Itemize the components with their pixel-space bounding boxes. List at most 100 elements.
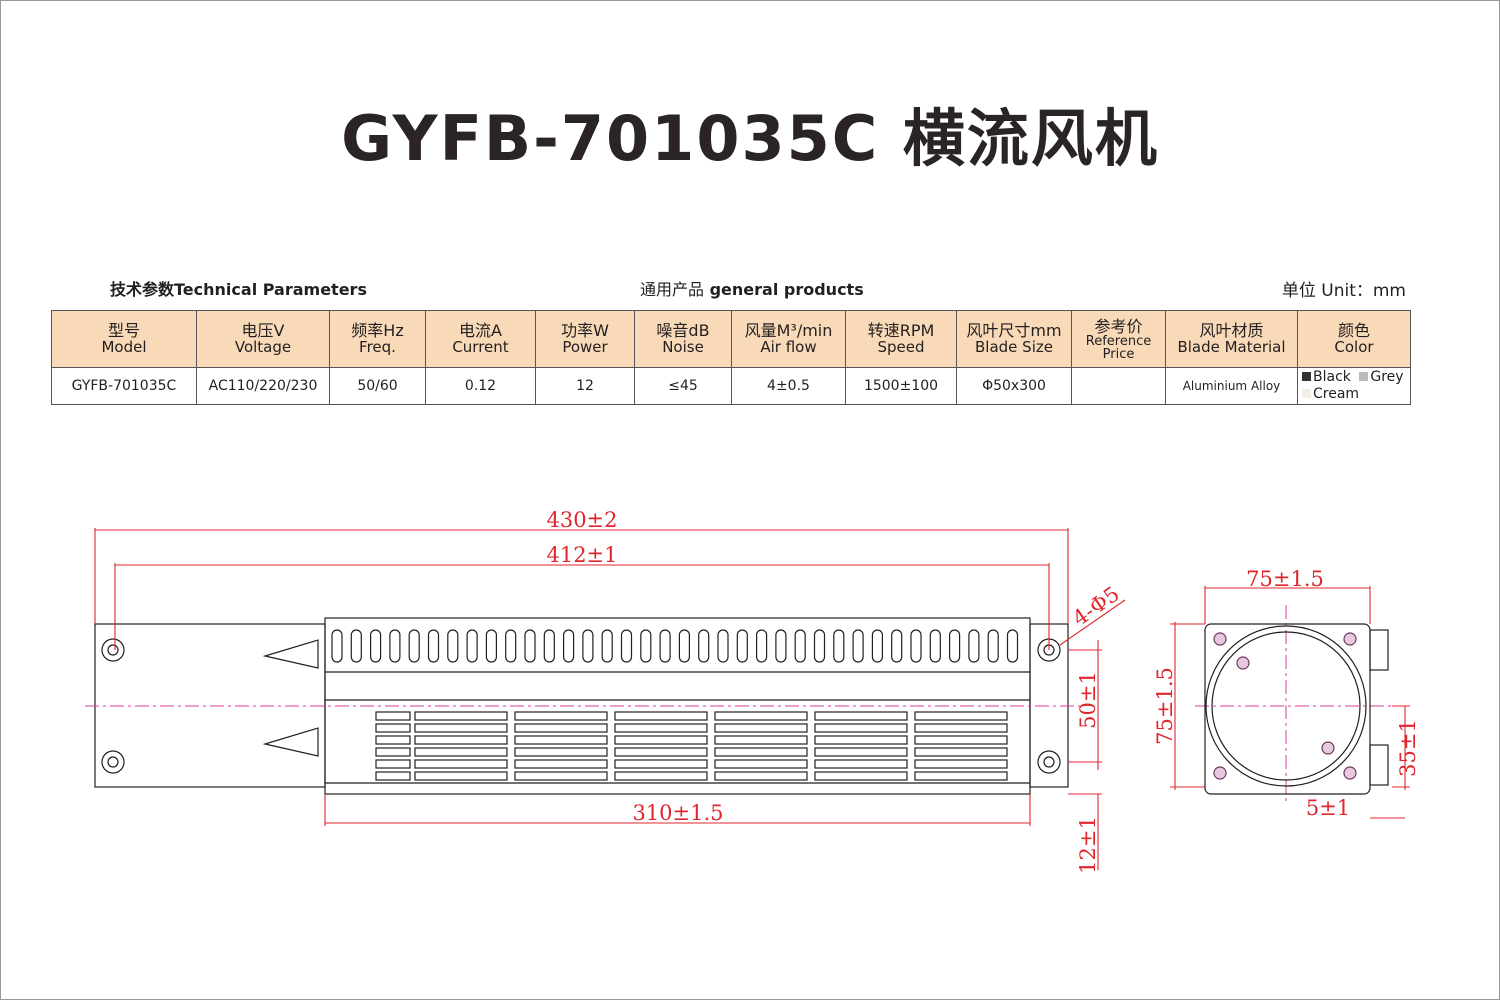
grille-slot [968, 629, 980, 663]
cell-blade-size: Φ50x300 [956, 367, 1072, 405]
grille-slot [717, 629, 729, 663]
color-cream: Cream [1313, 386, 1360, 402]
blade-block [414, 735, 508, 745]
side-connector-bottom [1369, 744, 1389, 786]
blade-block [814, 711, 908, 721]
grille-slot [408, 629, 420, 663]
grille-slot [620, 629, 633, 663]
blade-block [414, 771, 508, 781]
grille-slot [929, 629, 941, 663]
impeller-outline [1205, 625, 1367, 787]
grille-slot [794, 629, 806, 663]
grille-slot [524, 629, 536, 663]
center-lines [85, 605, 1392, 805]
blade-block [914, 735, 1008, 745]
general-products-cn: 通用产品 [640, 280, 705, 299]
cell-model: GYFB-701035C [51, 367, 197, 405]
grille-slot [698, 629, 710, 663]
blade-block [614, 747, 708, 757]
grille-slot [659, 629, 671, 663]
unit-en: Unit：mm [1321, 281, 1406, 301]
grille-slots [331, 629, 1019, 663]
grille-slot [1006, 629, 1019, 663]
blade-block [514, 759, 608, 769]
blade-block [914, 747, 1008, 757]
table-row: GYFB-701035C AC110/220/230 50/60 0.12 12… [51, 367, 1411, 405]
dim-side-width: 75±1.5 [1246, 567, 1324, 591]
cell-reference-price [1071, 367, 1166, 405]
grille-slot [678, 629, 691, 663]
grille-slot [833, 629, 845, 663]
black-swatch [1302, 372, 1311, 381]
blade-block [714, 771, 808, 781]
cell-noise: ≤45 [634, 367, 732, 405]
grille-slot [562, 629, 575, 663]
blade-block [914, 723, 1008, 733]
dimension-lines [94, 528, 1410, 870]
side-view [1204, 623, 1389, 795]
unit-cn: 单位 [1281, 281, 1316, 301]
blade-block [814, 759, 908, 769]
grille-slot [755, 629, 768, 663]
grille-slot [485, 629, 497, 663]
blade-block [814, 747, 908, 757]
blade-block [375, 747, 411, 757]
grille-slot [775, 629, 787, 663]
blade-block [414, 747, 508, 757]
blade-block [614, 723, 708, 733]
dim-hole-spacing: 50±1 [1076, 671, 1100, 729]
grille-slot [543, 629, 555, 663]
tech-params-heading: 技术参数Technical Parameters [110, 276, 367, 300]
blade-block [814, 735, 908, 745]
grille-slot [910, 629, 922, 663]
dimension-labels: 430±2 412±1 310±1.5 50±1 12±1 4-Φ5 75±1.… [546, 508, 1420, 874]
dim-side-height: 75±1.5 [1153, 667, 1177, 745]
dim-overall-length: 430±2 [546, 508, 617, 532]
blade-block [714, 711, 808, 721]
grille-slot [447, 629, 459, 663]
blade-block [514, 723, 608, 733]
color-black: Black [1313, 369, 1351, 385]
blade-block [414, 711, 508, 721]
grille-slot [852, 629, 864, 663]
dim-mount-spacing: 412±1 [546, 543, 617, 567]
blade-block [614, 771, 708, 781]
grille-slot [987, 629, 999, 663]
grille-slot [331, 629, 343, 663]
grille-slot [601, 629, 613, 663]
blade-block [414, 723, 508, 733]
blade-block [614, 759, 708, 769]
blade-block [714, 735, 808, 745]
blade-block [614, 735, 708, 745]
grille-slot [370, 629, 382, 663]
grille-slot [427, 629, 440, 663]
blade-block [814, 771, 908, 781]
blade-block [514, 747, 608, 757]
cream-swatch [1302, 389, 1311, 398]
cell-speed: 1500±100 [845, 367, 957, 405]
blade-block [714, 723, 808, 733]
blade-block [914, 759, 1008, 769]
grille-slot [389, 629, 401, 663]
cell-airflow: 4±0.5 [731, 367, 846, 405]
blade-block [514, 711, 608, 721]
front-view [94, 617, 1069, 795]
blade-block [814, 723, 908, 733]
blade-block [414, 759, 508, 769]
blade-block [714, 747, 808, 757]
grille-slot [891, 629, 903, 663]
airflow-arrow-bottom [262, 727, 319, 757]
blade-block [375, 771, 411, 781]
tech-params-en: Technical Parameters [174, 280, 367, 299]
blade-block [375, 711, 411, 721]
